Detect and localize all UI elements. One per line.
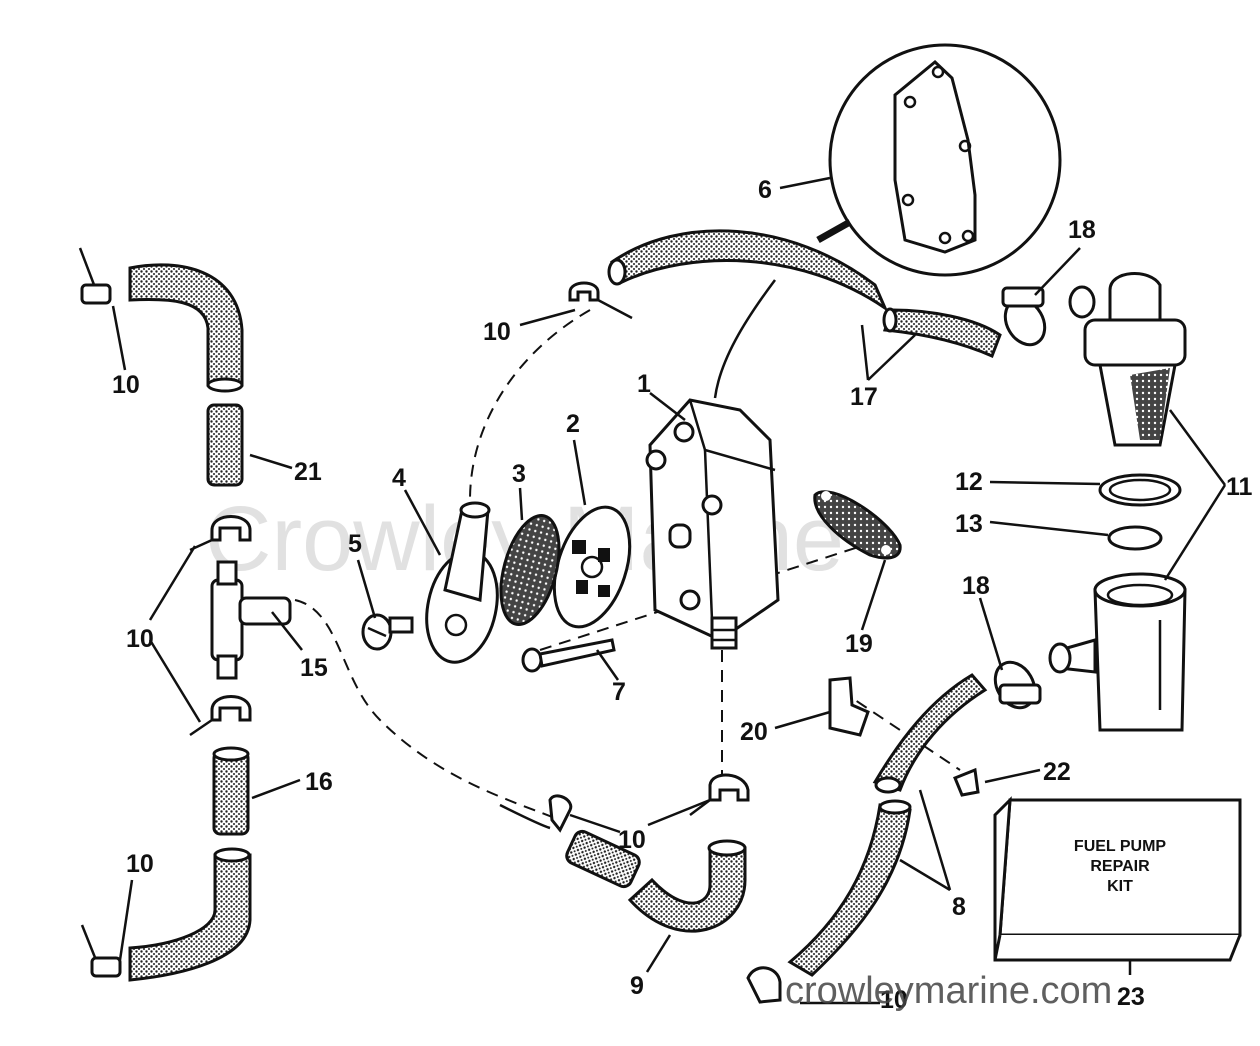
fuel-pump-body [645, 398, 780, 650]
cover-4 [425, 501, 499, 664]
clamp-18-lower [993, 660, 1042, 710]
repair-kit-box-23 [993, 796, 1242, 962]
callout-20: 20 [740, 718, 768, 746]
hose-21 [206, 403, 244, 487]
gasket-19 [813, 490, 902, 560]
screen-3 [499, 513, 561, 627]
kit-label-line1: FUEL PUMP [1074, 838, 1166, 855]
callout-4: 4 [392, 464, 406, 492]
clip-10-bottom-right [746, 966, 782, 1004]
hose-16 [212, 746, 250, 836]
callout-8: 8 [952, 893, 966, 921]
callout-23: 23 [1117, 983, 1145, 1011]
clip-10-lower-right-center [689, 773, 750, 816]
assembly-lines [294, 309, 961, 821]
callout-5: 5 [348, 530, 362, 558]
screw-5 [361, 613, 414, 651]
hose-elbow-lower [128, 847, 252, 982]
callout-10-lower-center: 10 [618, 826, 646, 854]
callout-7: 7 [612, 678, 626, 706]
hose-17 [607, 229, 1002, 359]
hose-9 [627, 839, 747, 933]
callout-10-pump: 10 [483, 318, 511, 346]
callout-16: 16 [305, 768, 333, 796]
leader-lines [111, 176, 1227, 1005]
callout-10-lower-left: 10 [126, 850, 154, 878]
callout-19: 19 [845, 630, 873, 658]
callout-11: 11 [1226, 473, 1253, 501]
callout-18-upper: 18 [1068, 216, 1096, 244]
kit-label-line3: KIT [1107, 878, 1133, 895]
callout-12: 12 [955, 468, 983, 496]
screw-7 [521, 638, 616, 673]
clip-10-lower-center [499, 794, 573, 833]
callout-15: 15 [300, 654, 328, 682]
clamp-18-upper [1001, 286, 1047, 347]
callout-18-lower: 18 [962, 572, 990, 600]
kit-label-line2: REPAIR [1090, 858, 1150, 875]
hose-short-lower [565, 829, 641, 889]
hose-elbow-upper [128, 263, 244, 393]
screw-22 [953, 767, 980, 797]
callout-6: 6 [758, 176, 772, 204]
callout-3: 3 [512, 460, 526, 488]
callout-1: 1 [637, 370, 651, 398]
clip-10-upper-left [78, 247, 112, 305]
callout-2: 2 [566, 410, 580, 438]
callout-9: 9 [630, 972, 644, 1000]
callout-22: 22 [1043, 758, 1071, 786]
callout-10-middle-left: 10 [126, 625, 154, 653]
filter-assembly-11 [1048, 272, 1187, 732]
callout-17: 17 [850, 383, 878, 411]
callout-21: 21 [294, 458, 322, 486]
callout-13: 13 [955, 510, 983, 538]
callout-10-upper-left: 10 [112, 371, 140, 399]
site-url: crowleymarine.com [785, 970, 1112, 1012]
callout-10-bottom-right: 10 [880, 986, 908, 1014]
clip-10-mid-lower [189, 695, 252, 737]
clip-10-upper-right-pump [568, 281, 633, 320]
gasket-inset-6 [713, 43, 1062, 399]
clip-10-lower-left [80, 924, 122, 978]
bracket-20 [828, 676, 870, 737]
hose-8 [787, 673, 988, 977]
callout-labels: 1 2 3 4 5 6 7 8 9 10 10 10 10 10 10 11 1… [112, 176, 1253, 1014]
